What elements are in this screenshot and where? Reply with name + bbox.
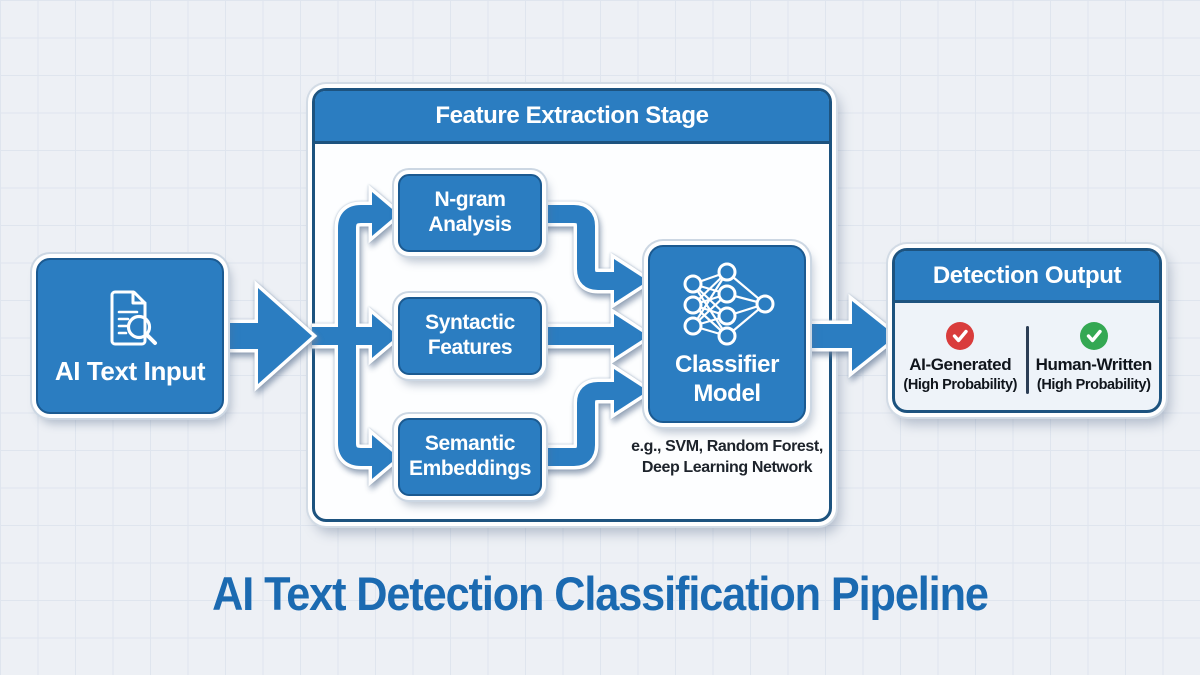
result-human-written: Human-Written (High Probability) [1029,303,1160,410]
branch-arrows [312,184,404,487]
elbow-arrows-fill [538,205,648,466]
detection-output-body: AI-Generated (High Probability) Human-Wr… [895,303,1159,410]
feature-node-label: N-gram Analysis [428,188,512,236]
green-check-circle-icon [1079,322,1108,350]
classifier-node-label: Classifier Model [674,350,780,407]
result-divider [1025,325,1029,394]
result-ai-generated: AI-Generated (High Probability) [895,303,1026,410]
classifier-caption-line1: e.g., SVM, Random Forest, [631,438,823,455]
page-title: AI Text Detection Classification Pipelin… [212,567,989,620]
classifier-caption: e.g., SVM, Random Forest, Deep Learning … [607,436,847,478]
feature-node-label: Syntactic Features [425,311,515,359]
detection-output-header: Detection Output [895,251,1159,303]
result-sublabel: (High Probability) [1036,377,1151,393]
feature-node-semantic: Semantic Embeddings [398,418,542,496]
result-sublabel: (High Probability) [903,377,1018,393]
input-node: AI Text Input [36,258,224,414]
input-node-label: AI Text Input [54,355,206,386]
classifier-caption-line2: Deep Learning Network [641,459,813,477]
feature-node-label: Semantic Embeddings [408,432,531,480]
feature-node-syntactic: Syntactic Features [398,297,542,375]
feature-node-ngram: N-gram Analysis [398,174,542,252]
feature-to-classifier-arrows [538,201,655,470]
input-to-stage-arrow [226,280,318,392]
detection-output-panel: Detection Output AI-Generated (High Prob… [892,248,1162,413]
neural-network-icon [683,262,775,346]
classifier-node: Classifier Model [648,245,806,423]
classifier-to-output-arrow [802,293,902,379]
feature-stage-header: Feature Extraction Stage [315,91,829,144]
detection-output-title: Detection Output [932,261,1122,289]
document-search-icon [110,290,157,345]
result-label: Human-Written [1035,355,1153,374]
red-check-circle-icon [946,322,975,350]
result-label: AI-Generated [909,355,1012,374]
branch-arrows-fill [312,192,398,479]
feature-stage-title: Feature Extraction Stage [435,102,709,129]
